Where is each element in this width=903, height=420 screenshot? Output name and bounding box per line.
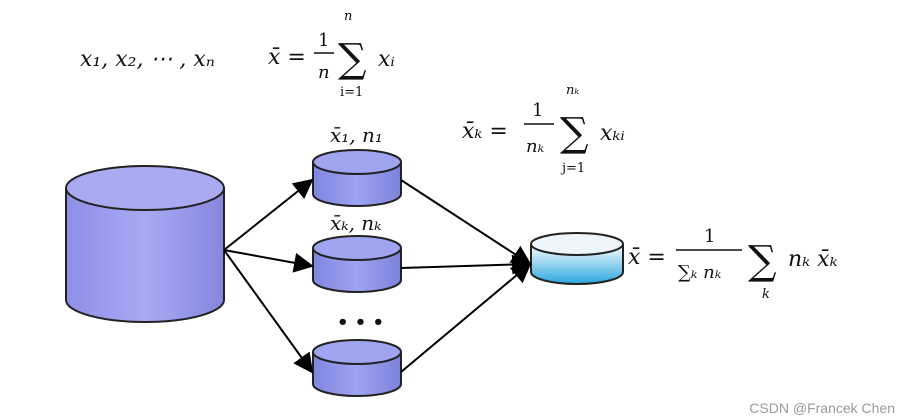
global-mean-lhs: x̄ = (268, 45, 306, 70)
group-database-k-icon (312, 235, 402, 293)
result-database-icon (530, 232, 624, 285)
group-mean-denominator: nₖ (526, 136, 545, 157)
arrow-source-to-groupk (223, 249, 314, 273)
group-mean-formula: x̄ₖ = 1 nₖ nₖ ∑ j=1 xₖᵢ (462, 83, 625, 176)
group-mean-sum-top: nₖ (566, 83, 579, 98)
groupk-label: x̄ₖ, nₖ (330, 211, 381, 235)
arrow-source-to-group1 (223, 178, 314, 251)
group-mean-term: xₖᵢ (600, 121, 625, 146)
global-mean-sum-bottom: i=1 (340, 85, 363, 100)
group-mean-lhs: x̄ₖ = (462, 119, 508, 144)
combined-mean-formula: x̄ = 1 ∑ₖ nₖ ∑ k nₖ x̄ₖ (628, 226, 838, 302)
global-mean-sigma: ∑ (338, 36, 367, 82)
group1-label: x̄₁, n₁ (330, 123, 383, 147)
watermark: CSDN @Francek Chen (749, 400, 895, 416)
group-database-1-icon (312, 149, 402, 207)
global-mean-formula: x̄ = 1 n n ∑ i=1 xᵢ (268, 9, 395, 100)
combined-lhs: x̄ = (628, 245, 666, 270)
global-mean-denominator: n (318, 62, 330, 83)
combined-sigma: ∑ (748, 238, 777, 284)
group-database-last-icon (312, 339, 402, 397)
global-mean-term: xᵢ (378, 47, 395, 72)
group-mean-sigma: ∑ (560, 110, 589, 156)
arrow-groupk-to-result (400, 254, 532, 275)
group-mean-sum-bottom: j=1 (560, 161, 585, 176)
combined-numerator: 1 (704, 226, 715, 247)
combined-sum-bottom: k (762, 287, 770, 302)
source-database-icon (65, 165, 225, 323)
arrow-grouplast-to-result (400, 262, 532, 373)
group-mean-numerator: 1 (532, 100, 543, 121)
group-ellipsis: • • • (337, 312, 384, 333)
combined-denominator: ∑ₖ nₖ (678, 262, 722, 283)
arrow-source-to-grouplast (223, 249, 314, 374)
global-mean-numerator: 1 (318, 30, 329, 51)
global-mean-sum-top: n (344, 9, 352, 24)
combined-term: nₖ x̄ₖ (788, 247, 838, 272)
samples-formula: x₁, x₂, ⋯ , xₙ (80, 47, 215, 72)
arrow-group1-to-result (400, 179, 532, 266)
